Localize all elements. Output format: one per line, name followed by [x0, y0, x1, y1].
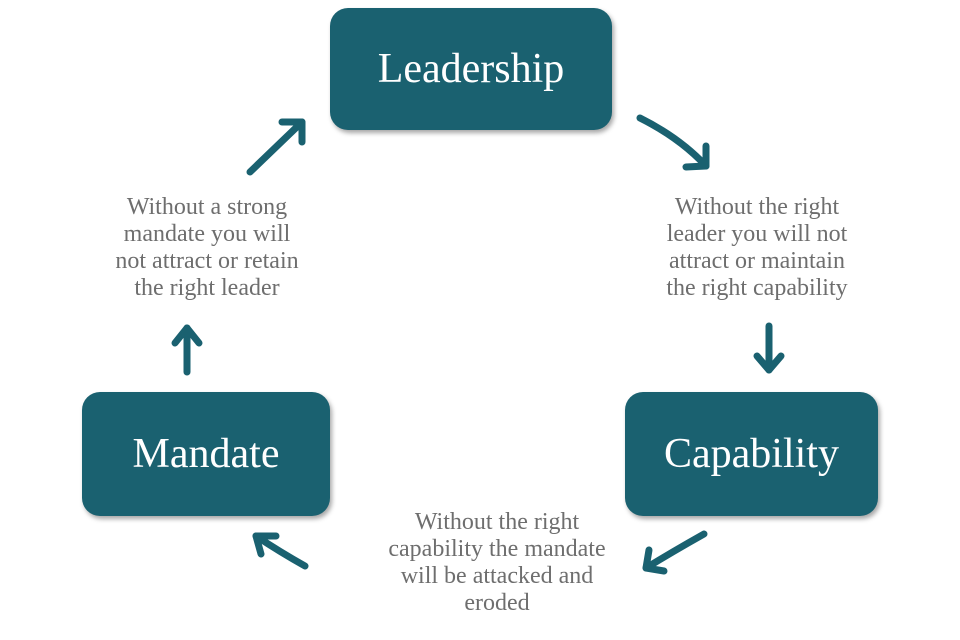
- arrow-leadership-to-capability-icon: [636, 114, 710, 171]
- arrow-mandate-to-leadership-icon: [246, 118, 306, 176]
- arrow-mandate-to-caption-icon: [171, 324, 203, 376]
- node-mandate-label: Mandate: [132, 431, 280, 477]
- caption-mandate-to-leadership: Without a strong mandate you will not at…: [115, 194, 299, 301]
- arrow-caption-to-capability-icon: [753, 322, 785, 374]
- caption-leadership-to-capability: Without the right leader you will not at…: [666, 194, 848, 301]
- node-leadership-label: Leadership: [377, 46, 565, 92]
- node-capability: Capability: [625, 392, 878, 516]
- node-leadership: Leadership: [330, 8, 612, 130]
- node-capability-label: Capability: [664, 431, 839, 477]
- node-mandate: Mandate: [82, 392, 330, 516]
- arrow-capability-to-caption-icon: [642, 530, 708, 575]
- arrow-caption-to-mandate-icon: [252, 532, 309, 570]
- caption-capability-to-mandate: Without the right capability the mandate…: [388, 509, 606, 616]
